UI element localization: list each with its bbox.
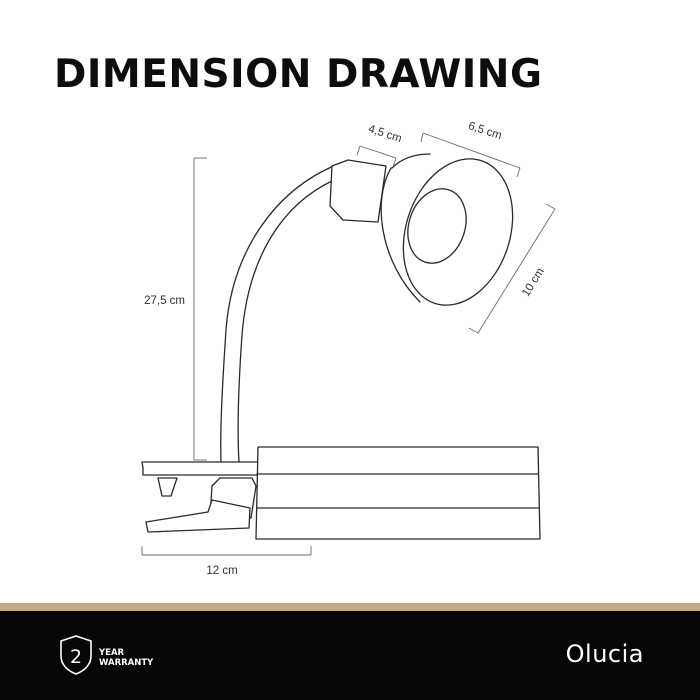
height-dimension-line bbox=[193, 157, 207, 461]
page-title: DIMENSION DRAWING bbox=[54, 52, 543, 97]
lamp-dimension-drawing: 27,5 cm 12 cm 4,5 cm 6,5 cm 10 cm bbox=[141, 120, 556, 577]
gooseneck-arm bbox=[220, 164, 337, 463]
shade-length-dimension-line bbox=[468, 203, 556, 334]
warranty-line-warranty: WARRANTY bbox=[99, 658, 154, 668]
shade-width-label: 6,5 cm bbox=[467, 120, 504, 142]
warranty-line-year: YEAR bbox=[99, 648, 125, 658]
lamp-shade bbox=[380, 153, 514, 306]
accent-band bbox=[0, 603, 700, 611]
neck-width-label: 4,5 cm bbox=[367, 123, 404, 145]
neck-joint bbox=[329, 159, 387, 223]
shield-icon: 2 bbox=[60, 635, 92, 675]
clamp-base bbox=[141, 446, 541, 540]
warranty-badge: 2 YEAR WARRANTY bbox=[58, 632, 164, 680]
shade-length-label: 10 cm bbox=[520, 266, 547, 299]
neck-width-dimension-line bbox=[356, 145, 397, 168]
height-label: 27,5 cm bbox=[144, 295, 185, 307]
product-name: Olucia bbox=[565, 640, 644, 668]
warranty-years: 2 bbox=[70, 646, 82, 668]
footer-bar bbox=[0, 611, 700, 700]
base-width-dimension-line bbox=[141, 546, 312, 556]
shade-width-dimension-line bbox=[420, 132, 521, 178]
base-width-label: 12 cm bbox=[206, 565, 237, 577]
